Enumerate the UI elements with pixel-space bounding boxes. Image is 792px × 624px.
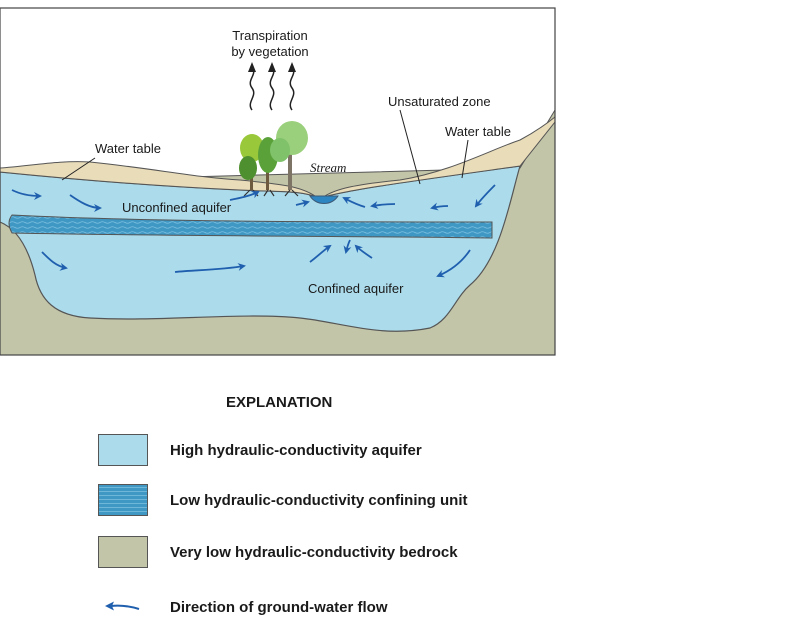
flow-arrow xyxy=(370,201,396,209)
flow-arrow xyxy=(69,194,102,212)
flow-arrow xyxy=(295,199,310,208)
flow-arrow xyxy=(436,249,471,278)
flow-arrow xyxy=(309,244,332,263)
aquifer-swatch xyxy=(98,434,148,466)
legend-item-confining-unit: Low hydraulic-conductivity confining uni… xyxy=(98,483,468,517)
transpiration-arrowheads xyxy=(248,62,296,72)
flow-arrow xyxy=(342,197,366,208)
bedrock-swatch xyxy=(98,536,148,568)
flow-arrow xyxy=(229,191,260,201)
unconfined-aquifer-label: Unconfined aquifer xyxy=(122,200,232,215)
flow-arrow xyxy=(174,263,246,273)
explanation-title: EXPLANATION xyxy=(226,394,333,411)
diagram-frame xyxy=(0,7,556,356)
legend-item-bedrock: Very low hydraulic-conductivity bedrock xyxy=(98,535,458,569)
legend-item-aquifer: High hydraulic-conductivity aquifer xyxy=(98,433,422,467)
flow-arrow xyxy=(41,251,68,271)
stream-label: Stream xyxy=(310,160,346,175)
transpiration-arrows xyxy=(249,67,295,111)
legend-item-flow: Direction of ground-water flow xyxy=(98,590,388,624)
flow-arrow xyxy=(430,202,449,211)
legend-label-aquifer: High hydraulic-conductivity aquifer xyxy=(170,441,422,459)
confining-unit-swatch xyxy=(98,484,148,516)
ground-water-flow-arrows xyxy=(11,184,496,278)
unsaturated-zone-label: Unsaturated zone xyxy=(388,94,491,109)
flow-arrow xyxy=(343,239,352,254)
water-table-label-right: Water table xyxy=(445,124,511,139)
legend-label-flow: Direction of ground-water flow xyxy=(170,598,388,616)
flow-arrow xyxy=(354,244,373,259)
transpiration-label-line2: by vegetation xyxy=(231,44,308,59)
legend-label-bedrock: Very low hydraulic-conductivity bedrock xyxy=(170,543,458,561)
flow-arrow-icon xyxy=(98,597,148,617)
legend-label-confining-unit: Low hydraulic-conductivity confining uni… xyxy=(170,491,468,509)
confined-aquifer-label: Confined aquifer xyxy=(308,281,404,296)
confining-unit xyxy=(8,214,493,239)
vegetation-trees xyxy=(239,121,308,197)
leader-lines xyxy=(61,109,469,185)
flow-arrow xyxy=(474,184,496,208)
stream-channel xyxy=(309,195,339,204)
transpiration-label: Transpiration xyxy=(232,28,307,43)
flow-arrow xyxy=(11,189,42,200)
water-table-label-left: Water table xyxy=(95,141,161,156)
